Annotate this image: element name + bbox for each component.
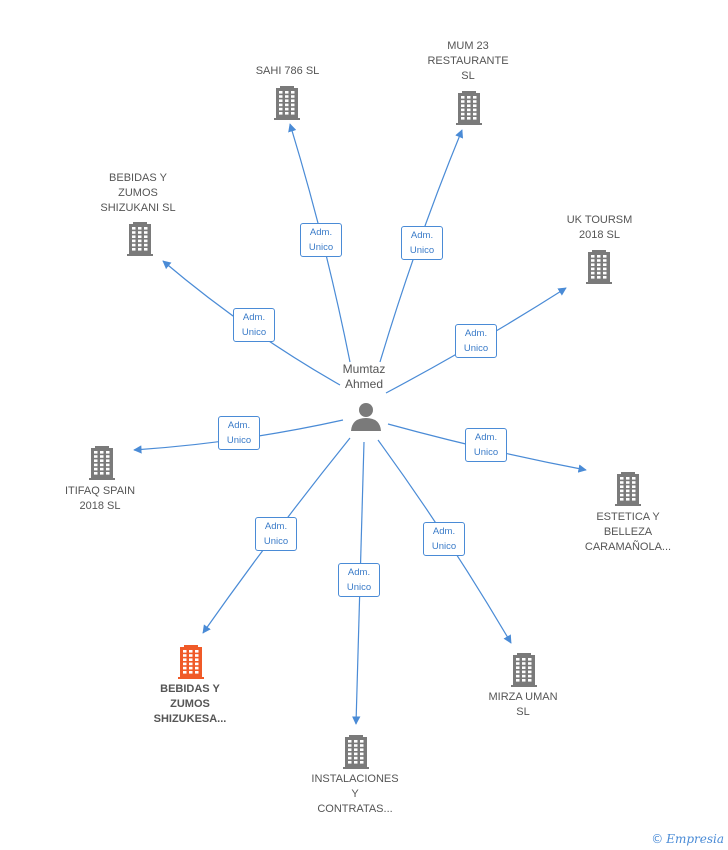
company-label-sahi[interactable]: SAHI 786 SL (255, 65, 320, 77)
edge-label-mum23[interactable]: Adm. Unico (401, 226, 443, 260)
building-icon-itifaq[interactable] (89, 446, 115, 480)
company-label-estetica[interactable]: ESTETICA Y BELLEZA CARAMAÑOLA... (584, 511, 672, 553)
edge-label-mirza[interactable]: Adm. Unico (423, 522, 465, 556)
company-label-itifaq[interactable]: ITIFAQ SPAIN 2018 SL (64, 485, 136, 512)
edge-label-instalaciones[interactable]: Adm. Unico (338, 563, 380, 597)
building-icon-instalaciones[interactable] (343, 735, 369, 769)
edge-label-itifaq[interactable]: Adm. Unico (218, 416, 260, 450)
company-label-bebidas1[interactable]: BEBIDAS Y ZUMOS SHIZUKANI SL (100, 172, 176, 214)
brand-name: Empresia (666, 832, 724, 846)
building-icon-mum23[interactable] (456, 91, 482, 125)
building-icon-mirza[interactable] (511, 653, 537, 687)
copyright-icon: © (651, 832, 664, 846)
brand-logo: ©Empresia (651, 832, 724, 846)
person-icon[interactable] (351, 403, 381, 431)
edge-label-uk[interactable]: Adm. Unico (455, 324, 497, 358)
company-label-bebidas2[interactable]: BEBIDAS Y ZUMOS SHIZUKESA... (153, 683, 227, 725)
company-label-mum23[interactable]: MUM 23 RESTAURANTE SL (427, 40, 509, 82)
company-label-uk[interactable]: UK TOURSM 2018 SL (566, 214, 633, 241)
building-icon-sahi[interactable] (274, 86, 300, 120)
building-icon-bebidas2[interactable] (178, 645, 204, 679)
center-person-name[interactable]: Mumtaz Ahmed (342, 362, 386, 391)
edge-label-bebidas2[interactable]: Adm. Unico (255, 517, 297, 551)
edge-label-bebidas1[interactable]: Adm. Unico (233, 308, 275, 342)
edge-label-sahi[interactable]: Adm. Unico (300, 223, 342, 257)
building-icon-uk[interactable] (586, 250, 612, 284)
company-label-instalaciones[interactable]: INSTALACIONES Y CONTRATAS... (311, 773, 399, 815)
building-icon-bebidas1[interactable] (127, 222, 153, 256)
edge-label-estetica[interactable]: Adm. Unico (465, 428, 507, 462)
company-label-mirza[interactable]: MIRZA UMAN SL (488, 691, 558, 718)
building-icon-estetica[interactable] (615, 472, 641, 506)
